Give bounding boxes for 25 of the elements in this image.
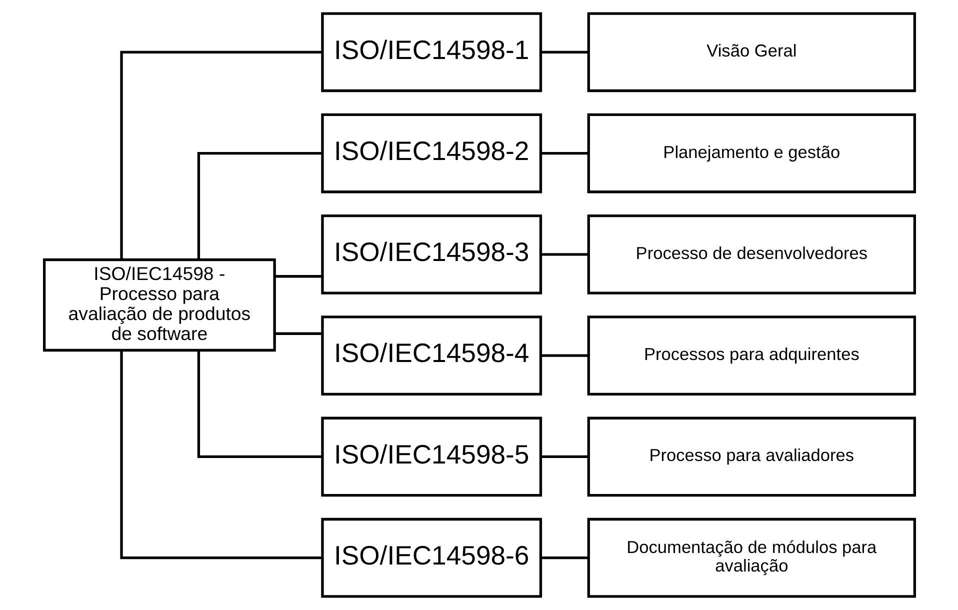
node-box: ISO/IEC14598-1 <box>320 12 542 92</box>
node-box: ISO/IEC14598-3 <box>320 214 542 294</box>
node-box: ISO/IEC14598-5 <box>320 416 542 497</box>
connector <box>196 350 322 458</box>
connector <box>540 253 588 256</box>
connector <box>196 152 322 260</box>
connector <box>540 354 588 357</box>
node-box: Planejamento e gestão <box>586 113 916 194</box>
node-box: Documentação de módulos para avaliação <box>586 518 916 598</box>
connector <box>540 152 588 155</box>
node-box: ISO/IEC14598-6 <box>320 518 542 598</box>
node-box: ISO/IEC14598-4 <box>320 316 542 396</box>
node-box: ISO/IEC14598-2 <box>320 113 542 194</box>
connector <box>120 50 322 260</box>
node-box: Visão Geral <box>586 12 916 92</box>
connector <box>274 332 322 335</box>
node-box: Processo de desenvolvedores <box>586 214 916 294</box>
node-box: ISO/IEC14598 - Processo para avaliação de produtos de software <box>42 258 276 352</box>
connector <box>274 275 322 278</box>
node-box: Processos para adquirentes <box>586 316 916 396</box>
connector <box>120 350 322 560</box>
connector <box>540 50 588 54</box>
connector <box>540 455 588 458</box>
node-box: Processo para avaliadores <box>586 416 916 497</box>
connector <box>540 556 588 560</box>
